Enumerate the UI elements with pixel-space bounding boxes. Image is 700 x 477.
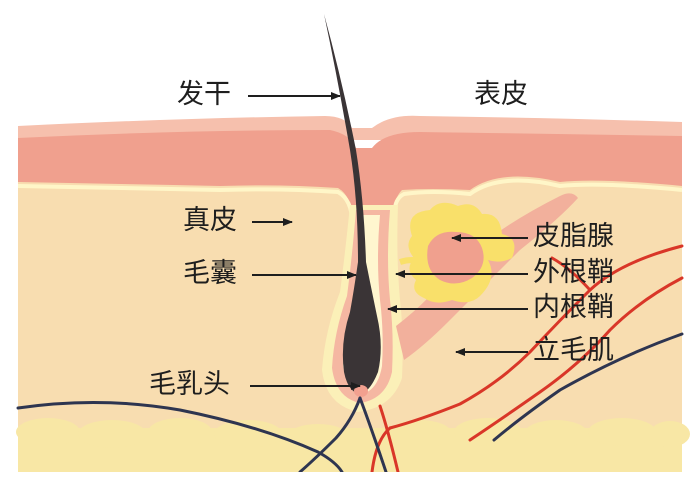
label-inner-root-sheath: 内根鞘 <box>533 292 614 323</box>
label-hair-papilla: 毛乳头 <box>149 369 230 400</box>
blood-vessels <box>370 244 684 474</box>
dermal-boundary-right <box>392 178 683 223</box>
label-epidermis: 表皮 <box>474 79 528 110</box>
dermal-boundary <box>17 184 354 223</box>
epidermis-layer <box>18 130 682 220</box>
sebaceous-gland-inner <box>427 231 484 284</box>
sebaceous-duct <box>399 257 425 265</box>
label-arrector-pili: 立毛肌 <box>533 335 614 366</box>
subcutaneous-fat <box>16 418 690 472</box>
label-arrows <box>248 92 528 390</box>
nerves <box>16 332 684 474</box>
label-dermis: 真皮 <box>183 205 237 236</box>
hair-shaft <box>324 14 381 394</box>
label-sebaceous-gland: 皮脂腺 <box>533 221 614 252</box>
label-hair-follicle: 毛囊 <box>183 258 237 289</box>
label-hair-shaft: 发干 <box>177 79 231 110</box>
label-outer-root-sheath: 外根鞘 <box>533 257 614 288</box>
